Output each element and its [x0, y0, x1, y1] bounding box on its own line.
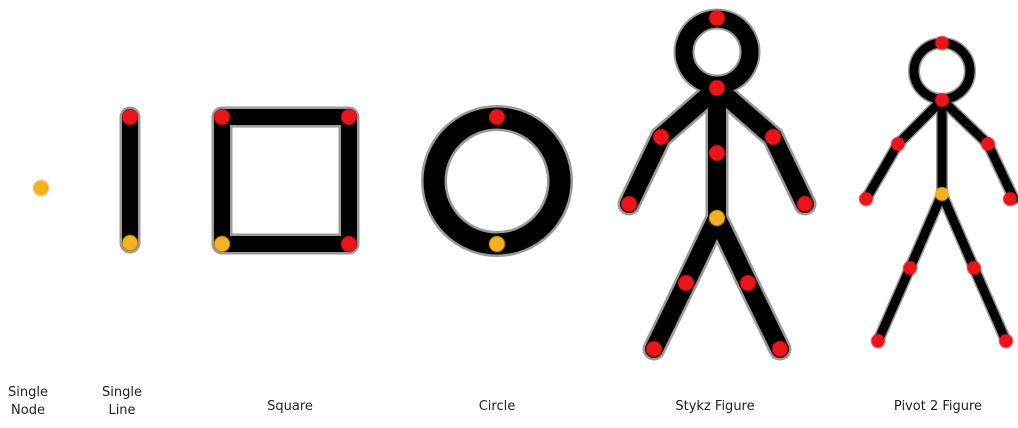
stykz-figure — [621, 10, 813, 357]
handle-node[interactable] — [740, 275, 756, 291]
handle-node[interactable] — [935, 93, 949, 107]
label-stykz-figure: Stykz Figure — [650, 398, 780, 416]
label-square: Square — [240, 398, 340, 416]
handle-node[interactable] — [653, 129, 669, 145]
handle-node[interactable] — [999, 334, 1013, 348]
handle-node[interactable] — [871, 334, 885, 348]
label-single-line-line2: Line — [100, 402, 144, 420]
handle-node[interactable] — [765, 129, 781, 145]
handle-node[interactable] — [891, 137, 905, 151]
label-circle: Circle — [447, 398, 547, 416]
handle-node[interactable] — [709, 10, 725, 26]
handle-node[interactable] — [646, 341, 662, 357]
label-single-line-line1: Single — [100, 384, 144, 402]
handle-node[interactable] — [967, 261, 981, 275]
pivot-node[interactable] — [709, 210, 725, 226]
circle-figure — [434, 109, 560, 252]
handle-node[interactable] — [797, 196, 813, 212]
handle-node[interactable] — [341, 236, 357, 252]
handle-node[interactable] — [1003, 192, 1017, 206]
pivot-node[interactable] — [214, 236, 230, 252]
handle-node[interactable] — [621, 196, 637, 212]
square-figure — [214, 109, 357, 252]
label-pivot2-figure: Pivot 2 Figure — [868, 398, 1008, 416]
handle-node[interactable] — [709, 145, 725, 161]
label-single-node-line2: Node — [6, 402, 50, 420]
handle-node[interactable] — [772, 341, 788, 357]
pivot2-figure — [859, 36, 1017, 348]
handle-node[interactable] — [981, 137, 995, 151]
handle-node[interactable] — [935, 36, 949, 50]
handle-node[interactable] — [903, 261, 917, 275]
handle-node[interactable] — [214, 109, 230, 125]
handle-node[interactable] — [709, 80, 725, 96]
pivot-node[interactable] — [935, 187, 949, 201]
pivot-node[interactable] — [122, 235, 138, 251]
handle-node[interactable] — [489, 109, 505, 125]
single-line-figure — [122, 109, 138, 251]
label-single-node-line1: Single — [6, 384, 50, 402]
label-single-node: Single Node — [6, 384, 50, 420]
pivot-node[interactable] — [489, 236, 505, 252]
handle-node[interactable] — [678, 275, 694, 291]
label-single-line: Single Line — [100, 384, 144, 420]
handle-node[interactable] — [859, 192, 873, 206]
handle-node[interactable] — [341, 109, 357, 125]
pivot-node[interactable] — [33, 180, 49, 196]
handle-node[interactable] — [122, 109, 138, 125]
single-node-figure — [33, 180, 49, 196]
